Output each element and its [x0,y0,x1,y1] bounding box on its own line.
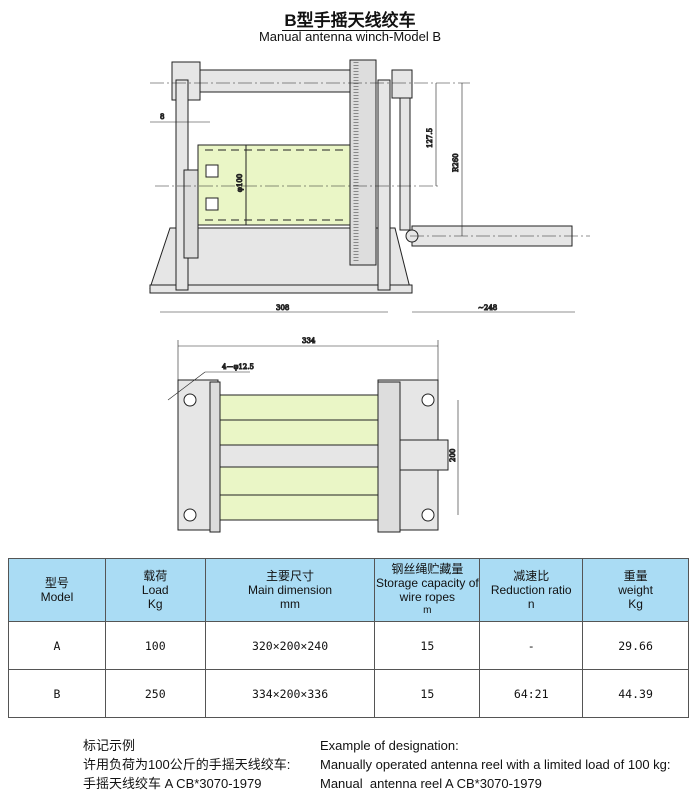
center-lines [150,82,590,237]
header-en: Storage capacity of wire ropes [375,576,479,604]
shafts-top [214,439,449,471]
cell-model: A [8,621,106,670]
header-unit: mm [280,597,301,611]
dim-200: 200 [449,449,457,462]
cell-weight: 29.66 [582,621,689,670]
header-unit: m [423,605,432,616]
header-cn: 重量 [623,569,648,583]
table-row: B 250 334×200×336 15 64:21 44.39 [8,669,689,718]
header-cn: 减速比 [513,569,550,583]
dim-r260: R260 [452,153,460,172]
cell-load: 100 [104,621,206,670]
header-en: Model [40,590,74,604]
designation-example-cn: 标记示例 许用负荷为100公斤的手摇天线绞车: 手摇天线绞车 A CB*3070… [83,736,290,793]
dim-8: 8 [160,113,164,121]
header-cn: 型号 [44,576,69,590]
header-unit: n [527,597,535,611]
designation-example-en: Example of designation: Manually operate… [320,736,671,793]
header-cn: 载荷 [143,569,168,583]
header-unit: Kg [147,597,163,611]
note-line: 手摇天线绞车 A CB*3070-1979 [83,776,262,791]
dim-drum-dia: φ100 [236,174,244,192]
gear-wheel [183,59,377,266]
note-line: 标记示例 [83,738,136,753]
header-en: Reduction ratio [490,583,572,597]
note-line: 许用负荷为100公斤的手摇天线绞车: [83,757,291,772]
cell-dimension: 320×200×240 [204,621,376,670]
header-cn: 钢丝绳贮藏量 [391,562,464,576]
cell-storage: 15 [374,621,481,670]
page-subtitle: Manual antenna winch-Model B [258,29,442,44]
title-text: B型手摇天线绞车 [282,11,418,31]
dim-248: ~248 [478,304,497,312]
note-line: Manual antenna reel A CB*3070-1979 [320,776,542,791]
cell-ratio: 64:21 [479,669,584,718]
top-dimension-lines [167,340,459,515]
top-view-drawing: 334 4－φ12.5 200 [167,337,459,533]
header-unit: Kg [628,597,643,611]
dim-334: 334 [302,337,316,345]
page-title: B型手摇天线绞车 [0,6,700,31]
header-cn: 主要尺寸 [266,569,315,583]
top-shaft [171,61,413,231]
cell-ratio: - [479,621,584,670]
cell-storage: 15 [374,669,481,718]
dimension-lines [150,83,575,313]
cell-dimension: 334×200×336 [204,669,376,718]
note-line: Manually operated antenna reel with a li… [320,757,671,772]
dim-holes: 4－φ12.5 [222,363,254,371]
cell-model: B [8,669,106,718]
table-row: A 100 320×200×240 15 - 29.66 [8,621,689,670]
header-en: Load [141,583,169,597]
header-en: Main dimension [248,583,333,597]
drum [197,144,351,226]
note-line: Example of designation: [320,738,459,753]
cell-load: 250 [104,669,206,718]
front-view-drawing: 8 φ100 127.5 R260 308 ~248 [149,59,590,313]
dim-308: 308 [276,304,289,312]
dim-127-5: 127.5 [426,128,434,148]
base-frame [149,227,413,294]
header-en: weight [618,583,653,597]
gears-top [209,381,401,533]
cell-weight: 44.39 [582,669,689,718]
